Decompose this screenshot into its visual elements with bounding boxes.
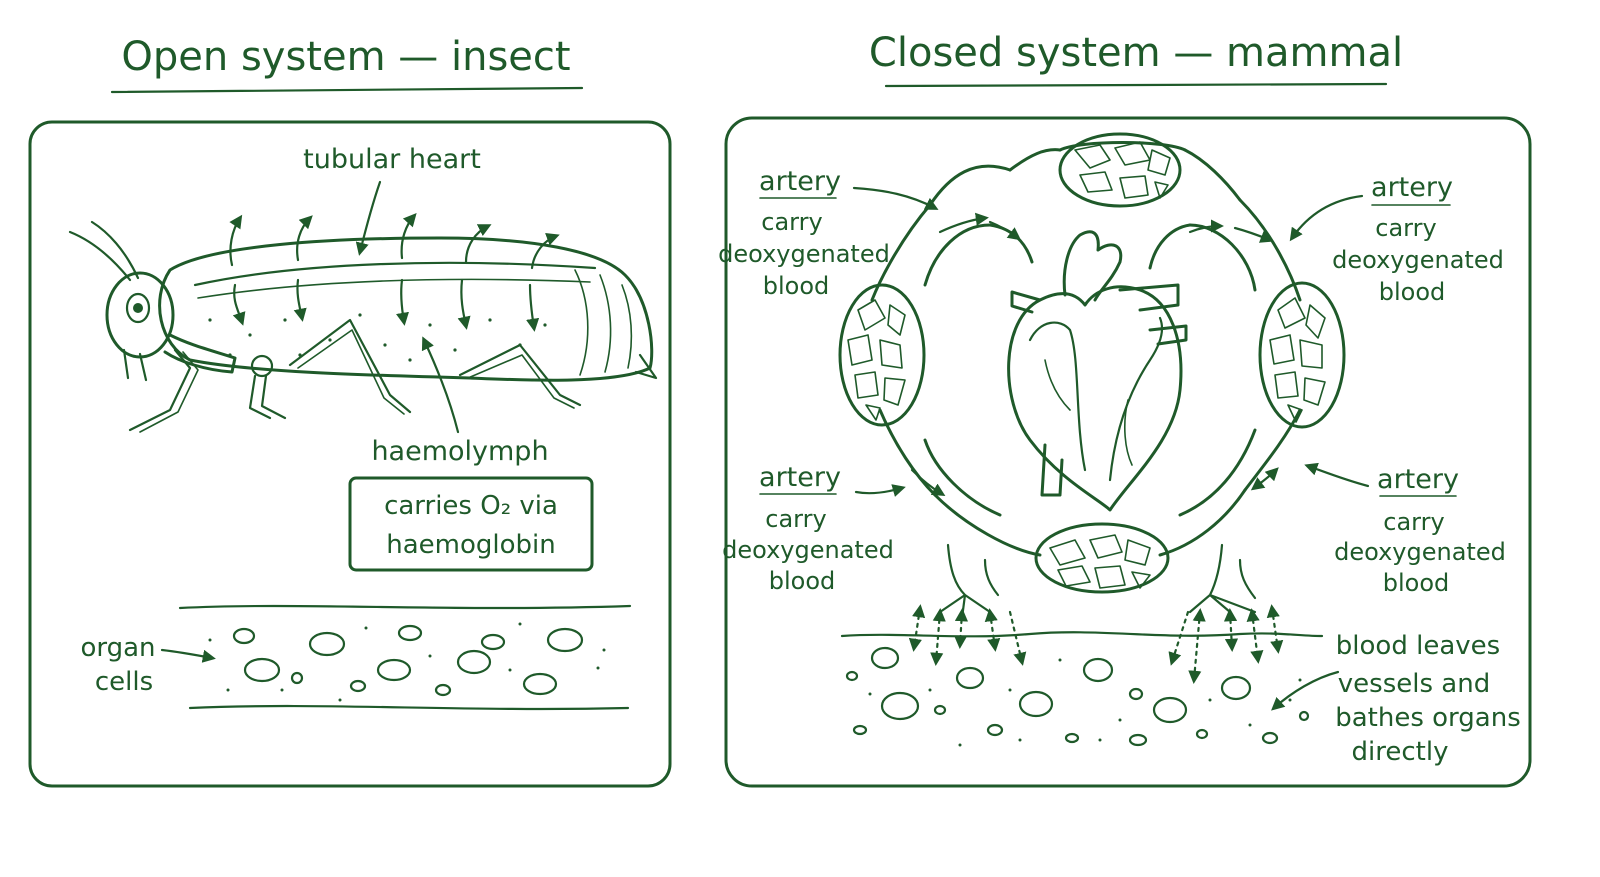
organ-label: organ [80, 633, 155, 663]
deoxygenated-label-top-right: deoxygenated [1332, 246, 1504, 274]
insect-eye [125, 292, 151, 324]
right-title-underline [884, 82, 1388, 88]
insect-head [105, 271, 175, 359]
blood-label-top-right: blood [1379, 278, 1446, 306]
heart-flow-arrows [229, 213, 560, 332]
insect-leg-front [128, 348, 192, 432]
insect-leg-hind-2 [458, 343, 582, 407]
haemolymph-label: haemolymph [371, 436, 548, 467]
cells-label: cells [95, 667, 153, 697]
blood-leaves-line3: bathes organs [1335, 703, 1521, 733]
artery-pointer-bottom-left [854, 484, 906, 497]
right-panel-frame [724, 116, 1532, 788]
insect-antenna [68, 230, 132, 282]
tissue-branches [908, 543, 1284, 684]
insect-segment [621, 284, 633, 369]
insect-heart-tube-lower [197, 278, 591, 299]
insect-segment [599, 274, 612, 373]
insect-mouthparts [122, 348, 148, 382]
haemoglobin-box-line2: haemoglobin [386, 530, 555, 560]
deoxygenated-label-bottom-right: deoxygenated [1334, 538, 1506, 566]
insect-pupil [133, 303, 143, 313]
tubular-heart-pointer [355, 180, 382, 256]
carry-label-top-right: carry [1375, 214, 1436, 242]
artery-pointer-top-right [1289, 194, 1364, 242]
left-panel: Open system — insect [28, 34, 672, 788]
loop-flow-arrows [910, 212, 1279, 497]
insect-leg-hind-1 [288, 318, 412, 414]
capillary-bed-bottom [1034, 522, 1170, 594]
blood-leaves-line2: vessels and [1338, 669, 1490, 699]
organ-cell-shapes [232, 624, 584, 697]
right-title: Closed system — mammal [869, 30, 1403, 76]
carry-label-bottom-right: carry [1383, 508, 1444, 536]
insect-heart-tube [193, 261, 597, 287]
insect-leg-joint [250, 354, 274, 378]
organ-tissue [178, 604, 632, 711]
artery-label-top-left: artery [759, 166, 841, 197]
insect-antenna [90, 220, 140, 280]
artery-label-top-right: artery [1371, 172, 1453, 203]
insect-leg-hind-2b [467, 354, 575, 409]
haemolymph-dots [208, 313, 547, 362]
left-panel-frame [28, 120, 672, 788]
insect-thorax [163, 333, 237, 374]
blood-leaves-pointer [1271, 670, 1340, 711]
blood-label-bottom-left: blood [769, 567, 836, 595]
artery-pointer-bottom-right [1304, 462, 1370, 488]
carry-label-top-left: carry [761, 208, 822, 236]
blood-label-bottom-right: blood [1383, 569, 1450, 597]
deoxygenated-label-bottom-left: deoxygenated [722, 536, 894, 564]
insect-segment [574, 269, 589, 376]
blood-leaves-line1: blood leaves [1336, 631, 1500, 661]
capillary-bed-top [1058, 132, 1182, 208]
organ-cells-pointer [160, 648, 216, 663]
left-title: Open system — insect [121, 34, 570, 80]
insect-tail [634, 353, 658, 380]
haemoglobin-box [348, 476, 594, 572]
right-panel: Closed system — mammal [718, 30, 1532, 788]
insect-drawing [68, 213, 658, 433]
insect-leg-middle [248, 374, 287, 420]
blood-leaves-line4: directly [1352, 737, 1449, 767]
left-title-underline [110, 86, 584, 94]
deoxygenated-label-top-left: deoxygenated [718, 240, 890, 268]
heart-outline [1007, 285, 1183, 512]
capillary-bed-left [838, 283, 926, 427]
blood-label-top-left: blood [763, 272, 830, 300]
circulation-loop [838, 132, 1346, 594]
carry-label-bottom-left: carry [765, 505, 826, 533]
haemoglobin-box-line1: carries O₂ via [384, 491, 558, 521]
heart-vessel-left [1010, 290, 1042, 314]
capillary-bed-right [1258, 281, 1346, 429]
heart-vessel-right [1118, 283, 1188, 346]
artery-label-bottom-left: artery [759, 462, 841, 493]
heart-vena-cava [1040, 443, 1064, 497]
insect-leg-front-b [139, 351, 199, 433]
artery-label-bottom-right: artery [1377, 464, 1459, 495]
haemolymph-pointer [421, 336, 460, 434]
artery-pointer-top-left [852, 186, 939, 210]
tubular-heart-label: tubular heart [303, 144, 481, 175]
heart-aorta [1062, 230, 1123, 302]
heart-drawing [1007, 230, 1188, 512]
body-tissue [840, 631, 1324, 747]
insect-leg-hind-1b [297, 329, 405, 415]
heart-inner [1028, 316, 1164, 482]
